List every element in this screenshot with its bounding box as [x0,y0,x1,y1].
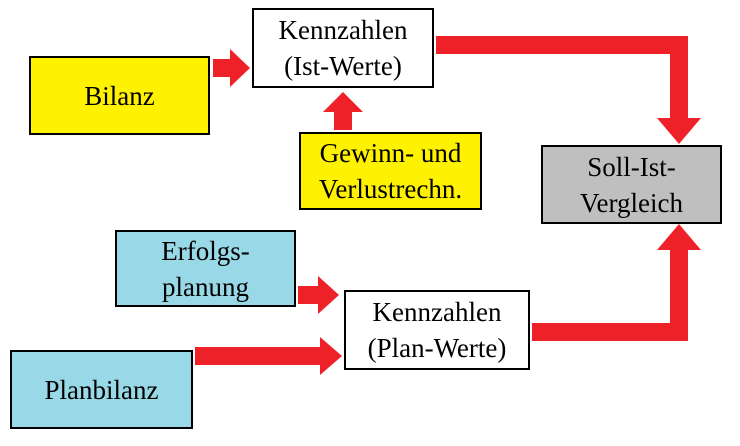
arrow-kennzahlen-plan-to-soll-ist [532,224,701,341]
arrow-bilanz-to-kennzahlen-ist [213,49,250,87]
node-erfolgsplanung-line-1: Erfolgs- [161,235,250,266]
node-kennzahlen-plan-line-2: (Plan-Werte) [367,333,507,363]
node-gewinn-verlust-line-1: Gewinn- und [319,138,462,168]
arrow-planbilanz-to-kennzahlen-plan [195,337,342,375]
node-kennzahlen-plan-line-1: Kennzahlen [372,297,502,327]
node-erfolgsplanung-line-2: planung [162,271,249,302]
node-gewinn-verlust-line-2: Verlustrechn. [318,174,463,204]
node-soll-ist-vergleich: Soll-Ist- Vergleich [541,145,722,224]
arrow-erfolgsplanung-to-kennzahlen-plan [298,276,339,314]
node-gewinn-verlust: Gewinn- und Verlustrechn. [299,132,482,210]
arrow-gewinn-to-kennzahlen-ist [323,92,363,130]
node-planbilanz-line-1: Planbilanz [44,374,159,405]
node-kennzahlen-ist-line-2: (Ist-Werte) [284,51,402,81]
node-erfolgsplanung: Erfolgs- planung [115,230,296,307]
node-kennzahlen-plan: Kennzahlen (Plan-Werte) [344,290,530,370]
node-bilanz-line-1: Bilanz [84,80,155,111]
node-bilanz: Bilanz [29,56,210,135]
node-soll-ist-line-1: Soll-Ist- [587,151,676,182]
arrow-kennzahlen-ist-to-soll-ist [436,36,701,144]
node-kennzahlen-ist-line-1: Kennzahlen [278,15,408,45]
node-soll-ist-line-2: Vergleich [580,187,683,218]
node-kennzahlen-ist: Kennzahlen (Ist-Werte) [252,8,434,88]
node-planbilanz: Planbilanz [10,350,193,429]
